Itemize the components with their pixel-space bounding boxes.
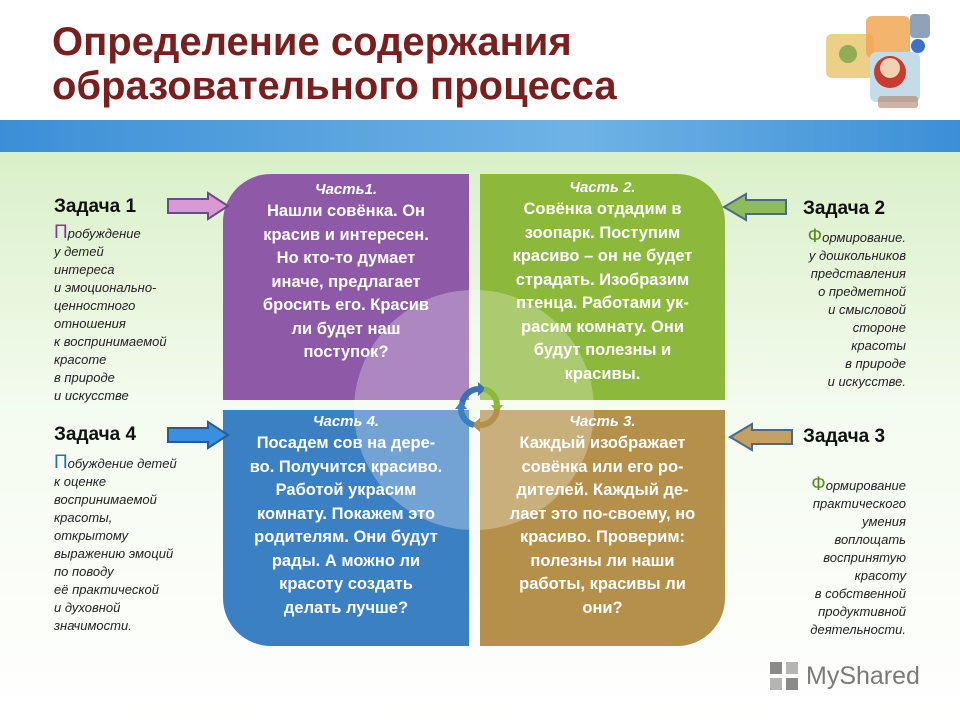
arrow-left-icon — [728, 422, 793, 452]
part1-text: Нашли совёнка. Он красив и интересен. Но… — [231, 200, 461, 365]
part2-text: Совёнка отдадим в зоопарк. Поступим крас… — [488, 198, 717, 386]
task1-description: Пробуждение у детей интереса и эмоционал… — [54, 222, 214, 405]
part3-line: полезны ли наши — [530, 551, 675, 570]
part4-line: Посадем сов на дере- — [256, 434, 436, 452]
part2-heading: Часть 2. — [569, 179, 636, 196]
part4-line: родителям. Они будут — [254, 528, 438, 546]
part1-line: красив и интересен. — [263, 225, 429, 244]
task3-description: Формирование практического умения воплощ… — [744, 474, 906, 639]
part3-block: Часть 3. Каждый изображает совёнка или е… — [480, 410, 725, 646]
part1-block: Часть1. Нашли совёнка. Он красив и интер… — [223, 174, 469, 400]
task1-cap: П — [54, 222, 68, 243]
part4-block: Часть 4. Посадем сов на дере- во. Получи… — [223, 410, 469, 646]
part2-line: Совёнка отдадим в — [523, 200, 682, 218]
part1-line: Но кто-то думает — [276, 249, 416, 267]
arrow-right-icon — [167, 420, 230, 450]
part2-line: зоопарк. Поступим — [524, 223, 681, 242]
part4-line: во. Получится красиво. — [249, 457, 443, 476]
part1-line: Нашли совёнка. Он — [267, 202, 425, 220]
task2-cap: Ф — [807, 226, 823, 247]
part3-text: Каждый изображает совёнка или его ро- ди… — [484, 432, 721, 620]
part3-line: красиво. Проверим: — [519, 528, 686, 546]
part2-line: расим комнату. Они — [521, 317, 684, 336]
part4-line: делать лучше? — [283, 598, 409, 617]
part2-block: Часть 2. Совёнка отдадим в зоопарк. Пост… — [480, 174, 725, 400]
title-line-2: образовательного процесса — [52, 64, 617, 108]
arrow-right-icon — [167, 191, 230, 221]
slide-title: Определение содержания образовательного … — [52, 20, 617, 108]
part1-line: поступок? — [303, 343, 389, 361]
part3-line: Каждый изображает — [519, 434, 686, 452]
part2-line: красиво – он не будет — [512, 247, 693, 265]
title-line-1: Определение содержания — [52, 20, 572, 64]
task2-text: ормирование. у дошкольников представлени… — [808, 230, 906, 389]
part4-line: красоту создать — [279, 575, 413, 593]
task1-title: Задача 1 — [54, 196, 137, 217]
part4-heading: Часть 4. — [312, 413, 380, 430]
part4-text: Посадем сов на дере- во. Получится краси… — [227, 432, 465, 620]
myshared-logo-icon — [770, 662, 798, 690]
task3-cap: Ф — [811, 474, 826, 495]
part2-line: птенца. Работами ук- — [516, 294, 689, 312]
part4-line: комнату. Покажем это — [256, 504, 436, 523]
puzzle-picture-icon — [826, 14, 930, 108]
part3-line: дителей. Каждый де- — [516, 481, 689, 499]
part2-line: красивы. — [564, 364, 641, 383]
myshared-logo: MyShared — [768, 656, 938, 696]
cycle-arrows-icon — [455, 382, 503, 432]
part4-line: рады. А можно ли — [271, 551, 421, 570]
task4-title: Задача 4 — [54, 424, 137, 445]
part1-heading: Часть1. — [314, 181, 378, 198]
task2-title: Задача 2 — [803, 198, 886, 219]
part3-line: лает это по-своему, но — [509, 504, 696, 523]
task2-description: Формирование. у дошкольников представлен… — [744, 226, 906, 391]
part3-line: совёнка или его ро- — [521, 457, 684, 476]
part2-line: страдать. Изобразим — [515, 270, 690, 289]
task3-title: Задача 3 — [803, 426, 886, 447]
task3-text: ормирование практического умения воплоща… — [810, 478, 906, 637]
task4-cap: П — [54, 452, 68, 473]
part1-line: иначе, предлагает — [271, 272, 421, 291]
part2-line: будут полезны и — [533, 341, 672, 359]
part3-line: работы, красивы ли — [519, 575, 686, 593]
part1-line: ли будет наш — [291, 319, 401, 338]
part1-line: бросить его. Красив — [262, 296, 430, 314]
part4-line: Работой украсим — [275, 481, 417, 499]
part3-line: они? — [582, 598, 623, 617]
task1-text: робуждение у детей интереса и эмоциональ… — [54, 226, 167, 403]
part3-heading: Часть 3. — [569, 413, 636, 430]
title-band — [0, 120, 960, 152]
task4-text: обуждение детей к оценке воспринимаемой … — [54, 456, 177, 633]
myshared-logo-text: MyShared — [806, 661, 920, 690]
task4-description: Побуждение детей к оценке воспринимаемой… — [54, 452, 214, 635]
arrow-left-icon — [722, 192, 787, 222]
